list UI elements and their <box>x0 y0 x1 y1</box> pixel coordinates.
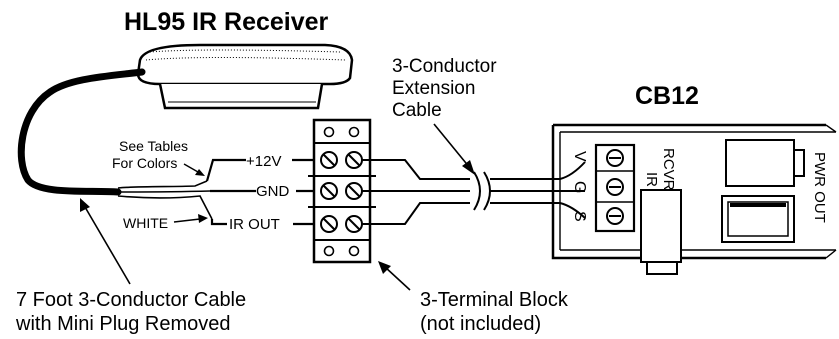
extension-line3: Cable <box>392 100 442 121</box>
cb12-title: CB12 <box>635 82 699 110</box>
block-caption-arrow <box>384 266 411 291</box>
terminal-screw-gnd <box>320 182 363 200</box>
white-label: WHITE <box>123 215 168 231</box>
cb12-ir-label: IR <box>643 172 660 187</box>
see-tables-line1: See Tables <box>119 138 188 154</box>
extension-arrowhead <box>462 160 475 175</box>
receiver-title: HL95 IR Receiver <box>124 8 329 36</box>
cable-caption-line1: 7 Foot 3-Conductor Cable <box>16 289 246 311</box>
ir-receiver-unit <box>136 43 354 110</box>
cb12-pwr-out-label: PWR OUT <box>811 152 828 223</box>
terminal-screw-ir-out <box>320 215 363 233</box>
see-tables-arrow <box>183 163 199 173</box>
see-tables-line2: For Colors <box>112 155 177 171</box>
terminal-label-ir-out: IR OUT <box>229 216 280 233</box>
cb12-unit <box>551 123 837 275</box>
cable-caption-arrow <box>84 206 131 285</box>
terminal-screw-12v <box>320 151 363 169</box>
extension-arrow <box>433 123 471 169</box>
block-caption-line1: 3-Terminal Block <box>420 289 569 311</box>
extension-line2: Extension <box>392 78 475 99</box>
cable-caption-arrowhead <box>80 198 90 212</box>
terminal-block <box>308 118 376 264</box>
terminal-label-12v: +12V <box>246 153 281 170</box>
cable-caption-line2: with Mini Plug Removed <box>15 313 231 335</box>
white-arrow <box>173 218 201 223</box>
terminal-label-gnd: GND <box>256 183 290 200</box>
extension-cable <box>362 159 586 225</box>
see-tables-arrowhead <box>195 169 205 176</box>
cb12-pin-s: S <box>571 211 588 222</box>
block-caption-arrowhead <box>378 261 391 274</box>
cb12-pin-g: G <box>571 181 588 193</box>
cb12-rcvr-label: RCVR <box>660 148 677 191</box>
extension-line1: 3-Conductor <box>392 56 497 77</box>
white-arrowhead <box>198 214 208 223</box>
receiver-cable <box>17 68 325 234</box>
block-caption-line2: (not included) <box>420 313 541 335</box>
cb12-pin-v: V <box>571 151 588 162</box>
